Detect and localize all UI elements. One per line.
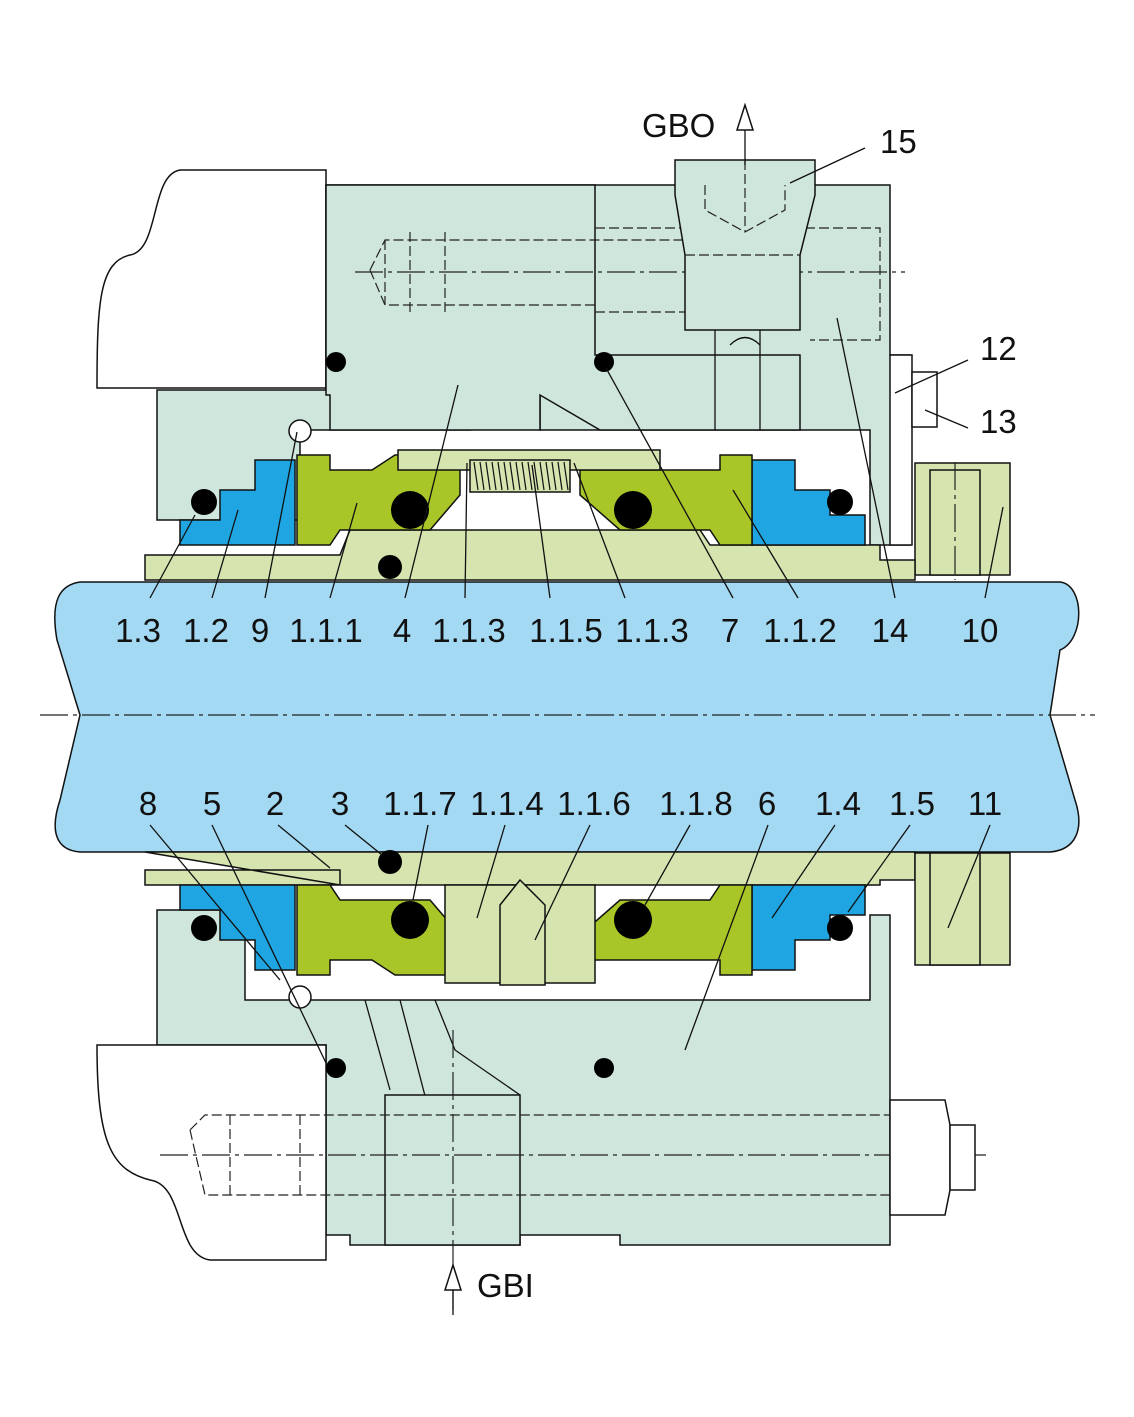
- plug-15-detail: [685, 160, 800, 256]
- oring-sleeve-upper: [378, 555, 402, 579]
- label-top-4: 1.1.1: [289, 612, 362, 649]
- pin-5: [288, 985, 312, 1009]
- gbo-port: [714, 330, 761, 430]
- label-bottom-9: 6: [758, 785, 776, 822]
- spring-coil: [491, 461, 497, 491]
- label-bottom-6: 1.1.4: [470, 785, 543, 822]
- stationary-seat-1-2: [179, 459, 296, 546]
- label-bottom-12: 11: [968, 785, 1002, 822]
- label-top-8: 1.1.3: [615, 612, 688, 649]
- pump-casing-lower: [96, 1044, 327, 1261]
- leader-lines: [149, 147, 1004, 1064]
- label-top-10: 1.1.2: [763, 612, 836, 649]
- spring-coil: [473, 461, 479, 491]
- gbi-label: GBI: [477, 1267, 534, 1304]
- label-top-1: 1.3: [115, 612, 161, 649]
- spring-coil: [557, 461, 563, 491]
- gbi-arrow: [443, 1262, 463, 1315]
- spring-coil: [497, 461, 503, 491]
- label-top-2: 1.2: [183, 612, 229, 649]
- pump-casing-upper: [96, 169, 327, 389]
- rotating-ring-1-1-7: [296, 884, 461, 976]
- spring-coil: [479, 461, 485, 491]
- label-bottom-3: 2: [266, 785, 284, 822]
- label-15: 15: [880, 123, 917, 160]
- oring-3: [378, 850, 402, 874]
- bottom-label-row: 8 5 2 3 1.1.7 1.1.4 1.1.6 1.1.8 6 1.4 1.…: [139, 785, 1002, 822]
- label-bottom-5: 1.1.7: [383, 785, 456, 822]
- label-top-7: 1.1.5: [529, 612, 602, 649]
- plug-15: [674, 159, 816, 331]
- oring-1-5: [827, 915, 853, 941]
- oring-1-5-upper: [827, 489, 853, 515]
- spring-coil: [521, 461, 527, 491]
- pin-9: [288, 419, 312, 443]
- spring-coil: [527, 461, 533, 491]
- label-bottom-2: 5: [203, 785, 221, 822]
- oring-7: [594, 352, 614, 372]
- label-bottom-11: 1.5: [889, 785, 935, 822]
- spring-coil: [485, 461, 491, 491]
- stationary-seat-1-4: [751, 459, 866, 546]
- oring-1-1-2: [614, 491, 652, 529]
- oring-1-3: [191, 489, 217, 515]
- pin-1-1-6: [499, 878, 546, 986]
- label-top-3: 9: [251, 612, 269, 649]
- shaft-sleeve-lower: [144, 851, 916, 886]
- spring-coil: [533, 461, 539, 491]
- label-top-6: 1.1.3: [432, 612, 505, 649]
- label-bottom-4: 3: [331, 785, 349, 822]
- spring-coils: [473, 461, 569, 491]
- label-13: 13: [980, 403, 1017, 440]
- label-bottom-8: 1.1.8: [659, 785, 732, 822]
- washer: [949, 1124, 976, 1191]
- bolt-hole-upper: [369, 227, 881, 341]
- set-screw-11: [929, 852, 981, 966]
- spring-coil: [551, 461, 557, 491]
- screw-13: [911, 371, 938, 428]
- label-top-11: 14: [872, 612, 909, 649]
- spring-coil: [515, 461, 521, 491]
- spring-coil: [539, 461, 545, 491]
- gbo-arrow: [735, 102, 755, 165]
- oring-gland-left-upper: [326, 352, 346, 372]
- hex-nut: [889, 1099, 951, 1216]
- spring-coil: [563, 461, 569, 491]
- stud-bolt-lower: [189, 1114, 890, 1196]
- oring-8: [191, 915, 217, 941]
- oring-gland-left-lower: [326, 1058, 346, 1078]
- spring-coil: [545, 461, 551, 491]
- label-top-9: 7: [721, 612, 739, 649]
- oring-1-1-8: [614, 901, 652, 939]
- oring-4: [391, 491, 429, 529]
- oring-1-1-7: [391, 901, 429, 939]
- stationary-seat-1-2-lower: [179, 884, 296, 971]
- label-bottom-1: 8: [139, 785, 157, 822]
- shaft: [54, 581, 1080, 853]
- label-bottom-7: 1.1.6: [557, 785, 630, 822]
- label-12: 12: [980, 330, 1017, 367]
- oring-gland-right-lower: [594, 1058, 614, 1078]
- rotating-ring-1-1-8: [579, 884, 753, 976]
- label-bottom-10: 1.4: [815, 785, 861, 822]
- spring-coil: [509, 461, 515, 491]
- spring-coil: [503, 461, 509, 491]
- gbo-label: GBO: [642, 107, 715, 144]
- top-label-row: 1.3 1.2 9 1.1.1 4 1.1.3 1.1.5 1.1.3 7 1.…: [115, 612, 998, 649]
- label-top-5: 4: [393, 612, 411, 649]
- label-top-12: 10: [962, 612, 999, 649]
- clamp-plate: [889, 354, 913, 546]
